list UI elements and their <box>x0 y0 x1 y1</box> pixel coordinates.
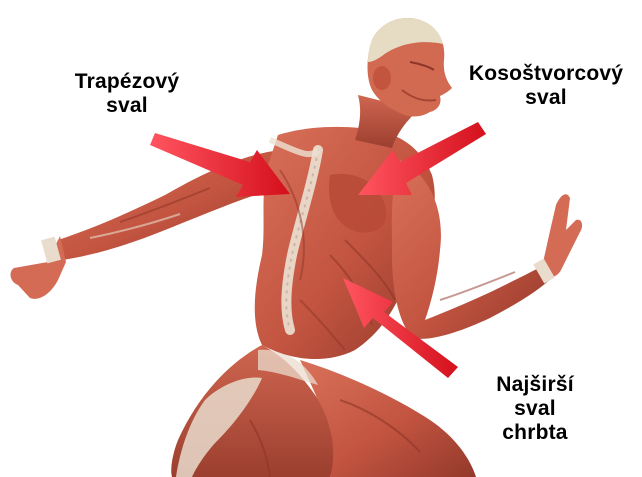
label-latissimus-line3: chrbta <box>470 421 600 445</box>
label-rhomboid-line1: Kosoštvorcový <box>446 62 642 86</box>
head <box>355 18 452 148</box>
label-latissimus-line1: Najširší <box>470 373 600 397</box>
label-latissimus-line2: sval <box>470 397 600 421</box>
label-trapezius-line2: sval <box>52 94 202 118</box>
label-latissimus: Najširší sval chrbta <box>470 373 600 445</box>
label-rhomboid: Kosoštvorcový sval <box>446 62 642 110</box>
label-trapezius: Trapézový sval <box>52 70 202 118</box>
label-trapezius-line1: Trapézový <box>52 70 202 94</box>
right-arm <box>392 160 582 339</box>
legs <box>171 345 476 477</box>
label-rhomboid-line2: sval <box>446 86 642 110</box>
